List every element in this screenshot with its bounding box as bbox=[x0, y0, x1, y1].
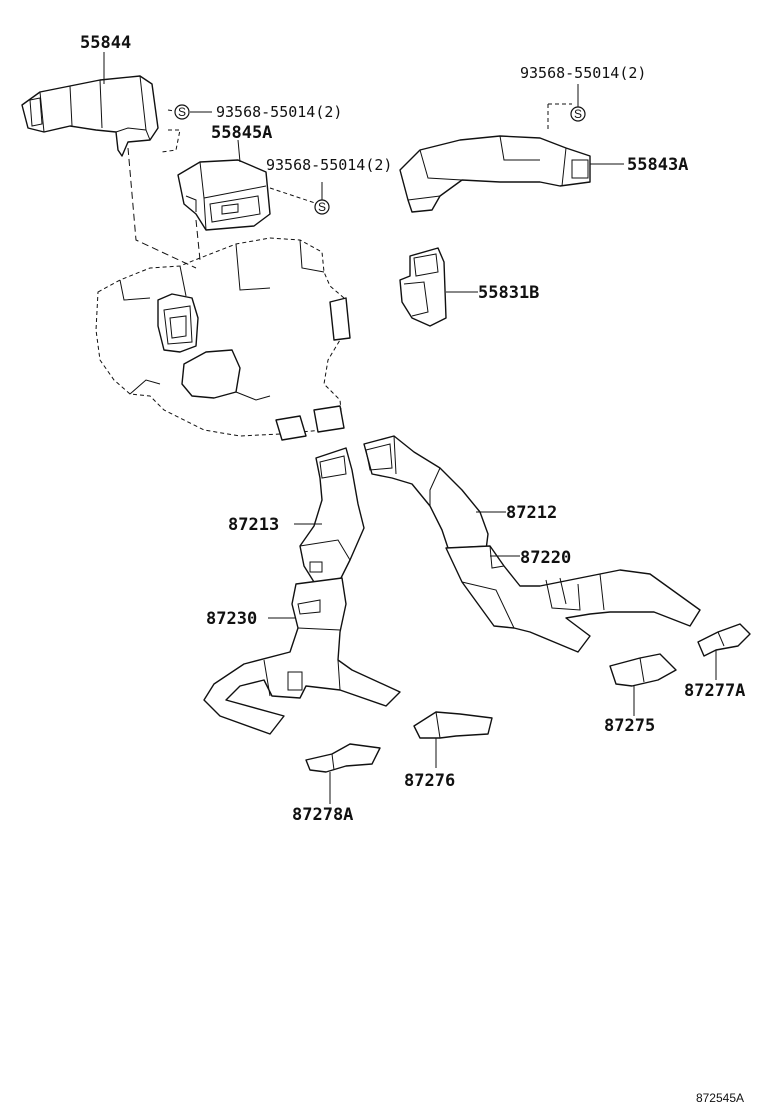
label-screw1[interactable]: 93568-55014(2) bbox=[216, 103, 342, 121]
part-87278A-duct[interactable] bbox=[305, 743, 381, 773]
label-55831B[interactable]: 55831B bbox=[478, 283, 539, 303]
part-55831B-duct[interactable] bbox=[399, 247, 447, 327]
connector-screw1b bbox=[161, 129, 181, 153]
part-87277A-duct[interactable] bbox=[697, 623, 751, 657]
label-87213[interactable]: 87213 bbox=[228, 515, 279, 535]
leader-55845A bbox=[237, 139, 241, 163]
label-55843A[interactable]: 55843A bbox=[627, 155, 688, 175]
heater-unit-outline bbox=[95, 237, 351, 441]
label-87276[interactable]: 87276 bbox=[404, 771, 455, 791]
screw-symbol-3: S bbox=[570, 106, 586, 122]
part-55845A-register[interactable] bbox=[177, 159, 271, 231]
part-87276-duct[interactable] bbox=[413, 711, 493, 739]
label-87212[interactable]: 87212 bbox=[506, 503, 557, 523]
label-screw3[interactable]: 93568-55014(2) bbox=[520, 64, 646, 82]
screw-symbol-1-label: S bbox=[178, 105, 186, 119]
screw-symbol-2: S bbox=[314, 199, 330, 215]
connector-55845A-heater bbox=[195, 219, 201, 261]
part-87213-duct[interactable] bbox=[299, 447, 365, 583]
screw-symbol-1: S bbox=[174, 104, 190, 120]
label-87220[interactable]: 87220 bbox=[520, 548, 571, 568]
label-55845A[interactable]: 55845A bbox=[211, 123, 272, 143]
label-87275[interactable]: 87275 bbox=[604, 716, 655, 736]
diagram-reference-code: 872545A bbox=[696, 1091, 744, 1105]
part-87275-duct[interactable] bbox=[609, 653, 677, 687]
label-55844[interactable]: 55844 bbox=[80, 33, 131, 53]
part-87212-duct[interactable] bbox=[363, 435, 489, 551]
screw-symbol-2-label: S bbox=[318, 200, 326, 214]
part-87230-duct[interactable] bbox=[203, 577, 401, 735]
part-55844-duct[interactable] bbox=[21, 75, 159, 157]
connector-55844-heater bbox=[127, 147, 197, 269]
part-87220-duct[interactable] bbox=[445, 545, 701, 653]
label-screw2[interactable]: 93568-55014(2) bbox=[266, 156, 392, 174]
part-55843A-duct[interactable] bbox=[399, 135, 591, 213]
connector-screw2 bbox=[269, 187, 319, 205]
label-87230[interactable]: 87230 bbox=[206, 609, 257, 629]
label-87278A[interactable]: 87278A bbox=[292, 805, 353, 825]
label-87277A[interactable]: 87277A bbox=[684, 681, 745, 701]
screw-symbol-3-label: S bbox=[574, 107, 582, 121]
